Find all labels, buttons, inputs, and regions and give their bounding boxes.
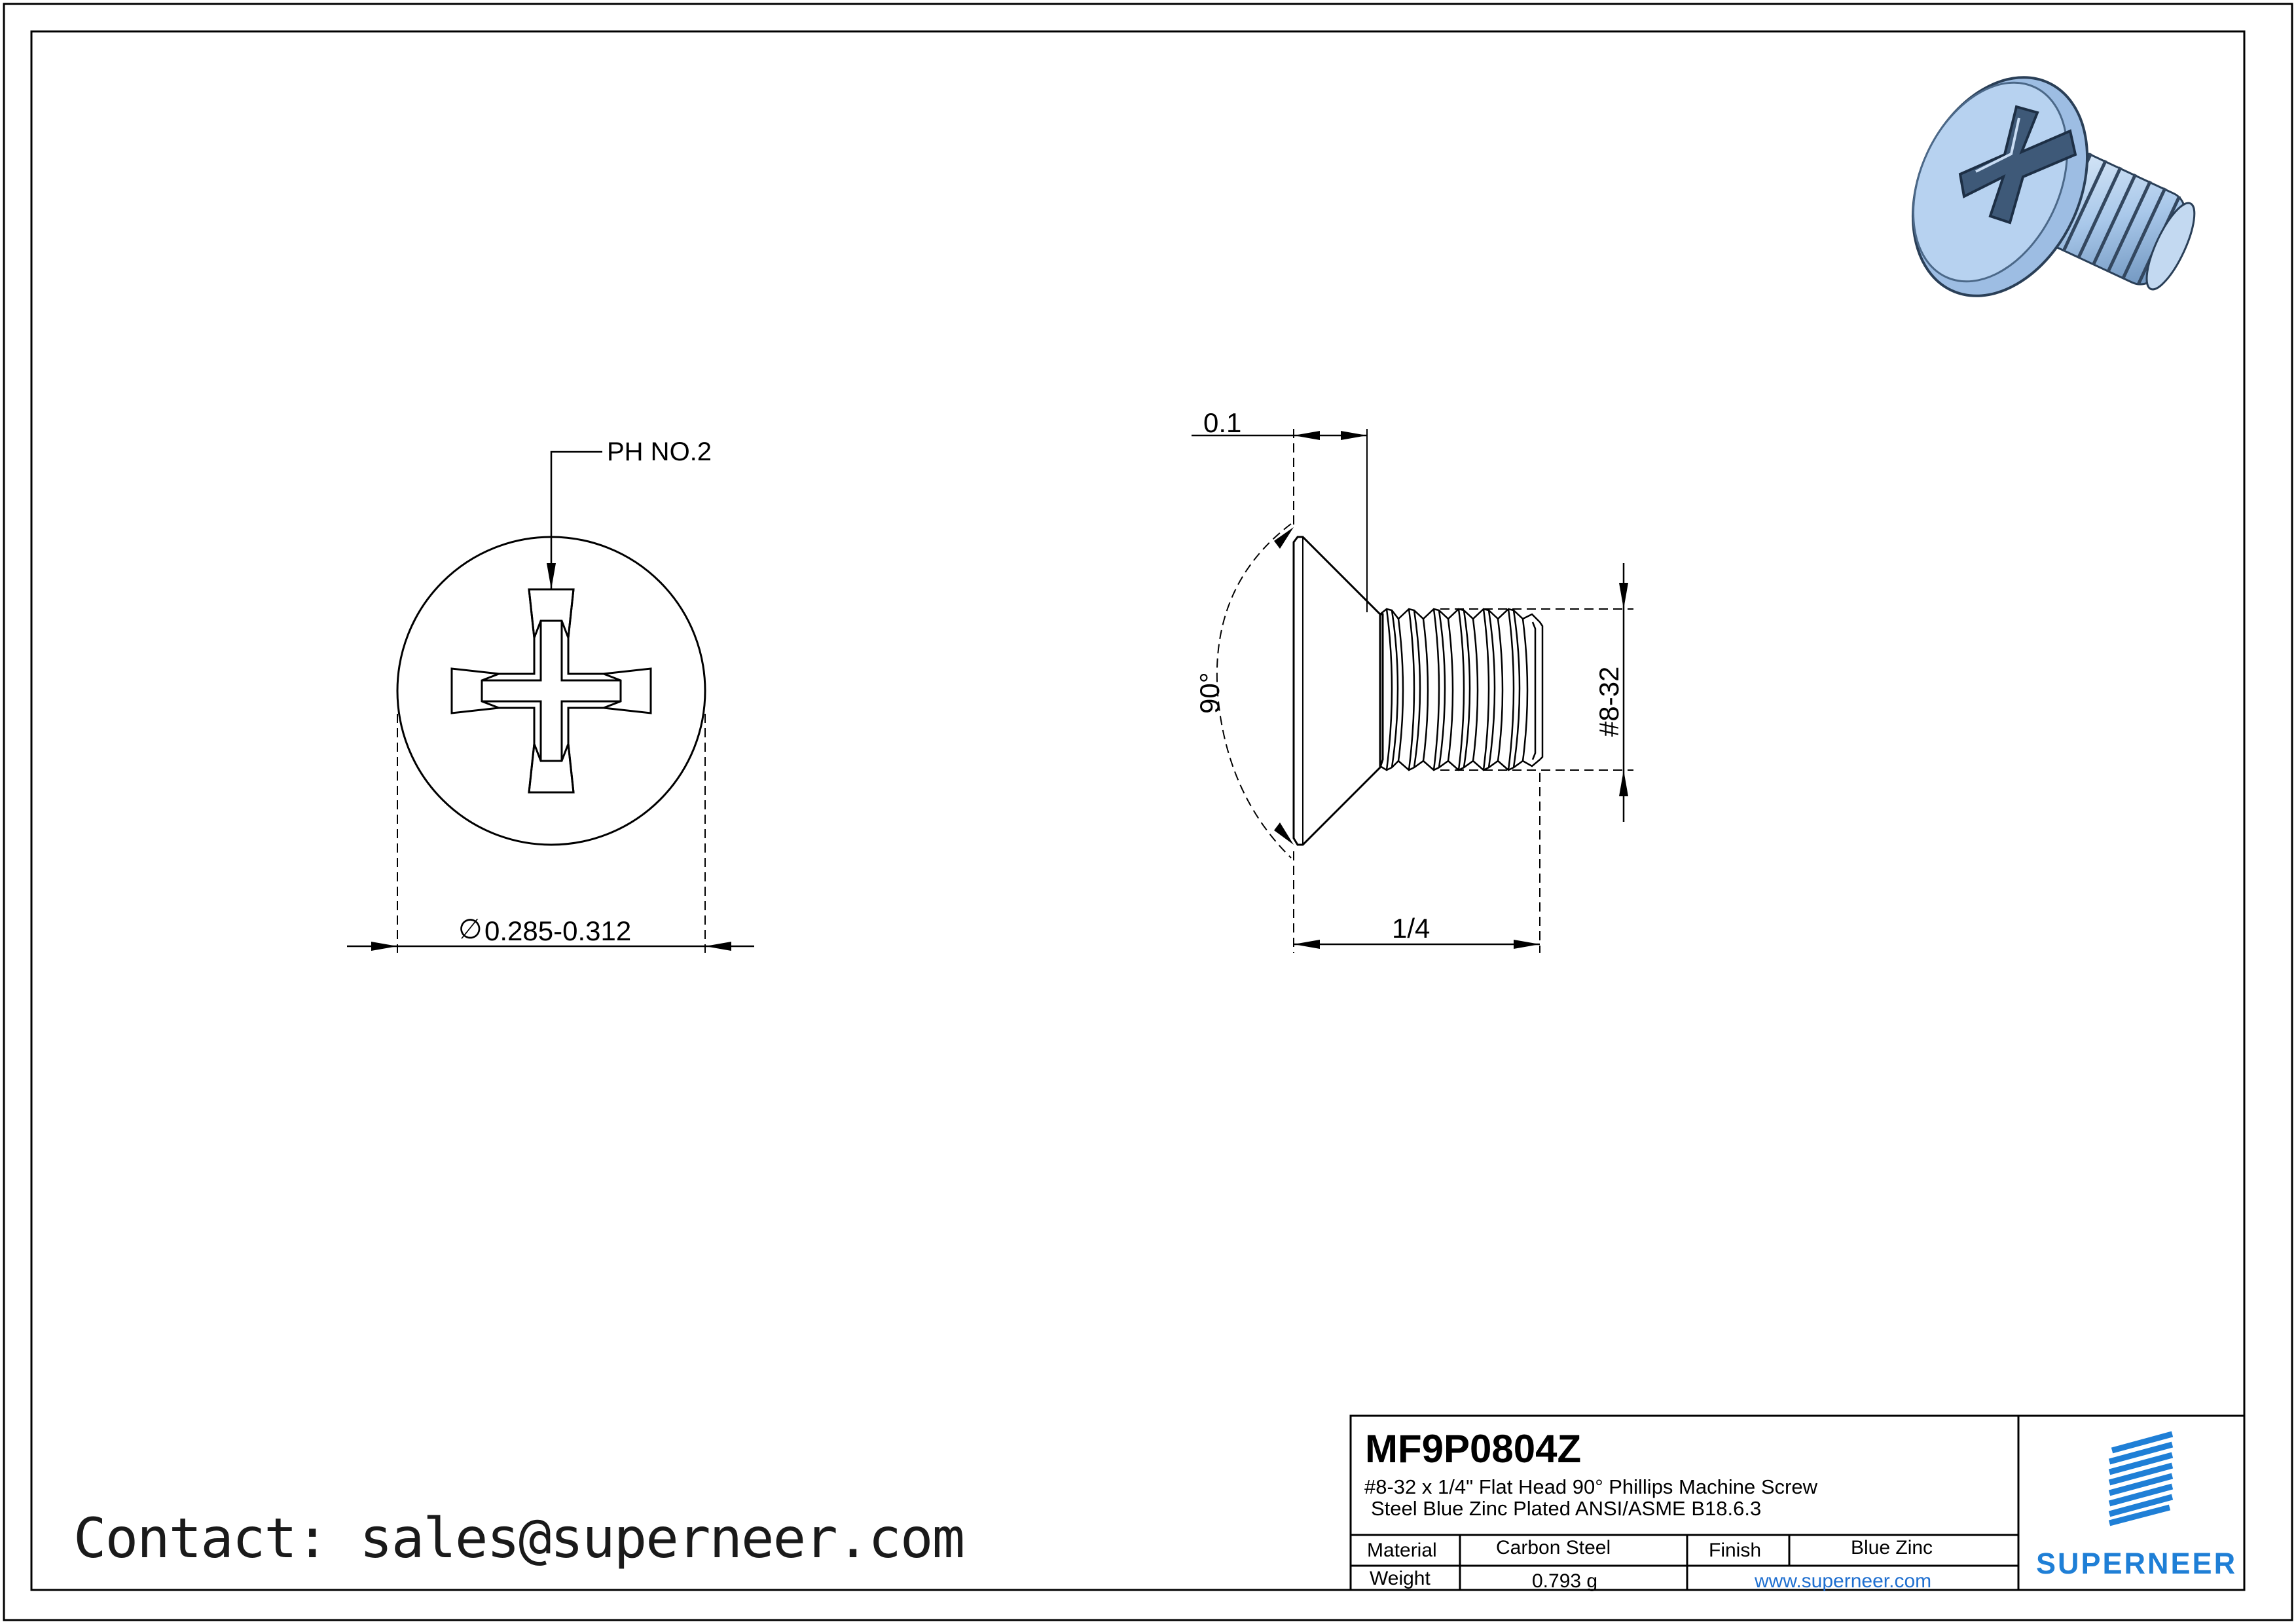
description-line-1: #8-32 x 1/4" Flat Head 90° Phillips Mach… bbox=[1364, 1475, 1817, 1498]
weight-label: Weight bbox=[1370, 1568, 1430, 1589]
screw-3d-render bbox=[1911, 76, 2196, 297]
part-number: MF9P0804Z bbox=[1365, 1427, 1582, 1471]
finish-value: Blue Zinc bbox=[1851, 1537, 1933, 1559]
finish-label: Finish bbox=[1709, 1540, 1762, 1561]
thread-size-label: #8-32 bbox=[1594, 667, 1624, 737]
website-link[interactable]: www.superneer.com bbox=[1755, 1570, 1932, 1592]
weight-value: 0.793 g bbox=[1532, 1570, 1598, 1592]
front-view: PH NO.2 ∅ 0.285-0.312 bbox=[347, 437, 754, 953]
superneer-stripes-logo bbox=[2108, 1431, 2174, 1526]
diameter-arrow-left bbox=[371, 942, 397, 951]
inner-border bbox=[30, 30, 2246, 1591]
length-arrow-left bbox=[1294, 940, 1320, 949]
head-height-label: 0.1 bbox=[1203, 407, 1241, 438]
angle-arc bbox=[1216, 523, 1292, 858]
length-label: 1/4 bbox=[1392, 913, 1430, 944]
diameter-label: 0.285-0.312 bbox=[484, 915, 631, 946]
outer-border bbox=[3, 3, 2293, 1621]
diameter-symbol: ∅ bbox=[458, 913, 483, 944]
head-height-arrow-left bbox=[1294, 431, 1320, 440]
thread-profile bbox=[1379, 608, 1544, 771]
brand-name: SUPERNEER bbox=[2036, 1547, 2238, 1580]
side-view: 0.1 90° #8-32 1/4 bbox=[1192, 407, 1633, 953]
angle-arrow-top bbox=[1274, 527, 1294, 549]
contact-email[interactable]: Contact: sales@superneer.com bbox=[73, 1506, 965, 1570]
title-block bbox=[1349, 1414, 2246, 1591]
description-line-2: Steel Blue Zinc Plated ANSI/ASME B18.6.3 bbox=[1371, 1497, 1762, 1520]
phillips-recess bbox=[450, 588, 652, 794]
material-value: Carbon Steel bbox=[1496, 1537, 1611, 1559]
diameter-arrow-right bbox=[705, 942, 731, 951]
length-arrow-right bbox=[1514, 940, 1540, 949]
thread-arrow-top bbox=[1619, 583, 1628, 609]
head-height-arrow-right bbox=[1341, 431, 1367, 440]
angle-label: 90° bbox=[1194, 672, 1225, 714]
drive-callout-label: PH NO.2 bbox=[607, 437, 712, 466]
drive-leader-line bbox=[547, 451, 602, 589]
angle-arrow-bottom bbox=[1274, 822, 1294, 845]
material-label: Material bbox=[1367, 1540, 1437, 1561]
thread-arrow-bottom bbox=[1619, 770, 1628, 796]
